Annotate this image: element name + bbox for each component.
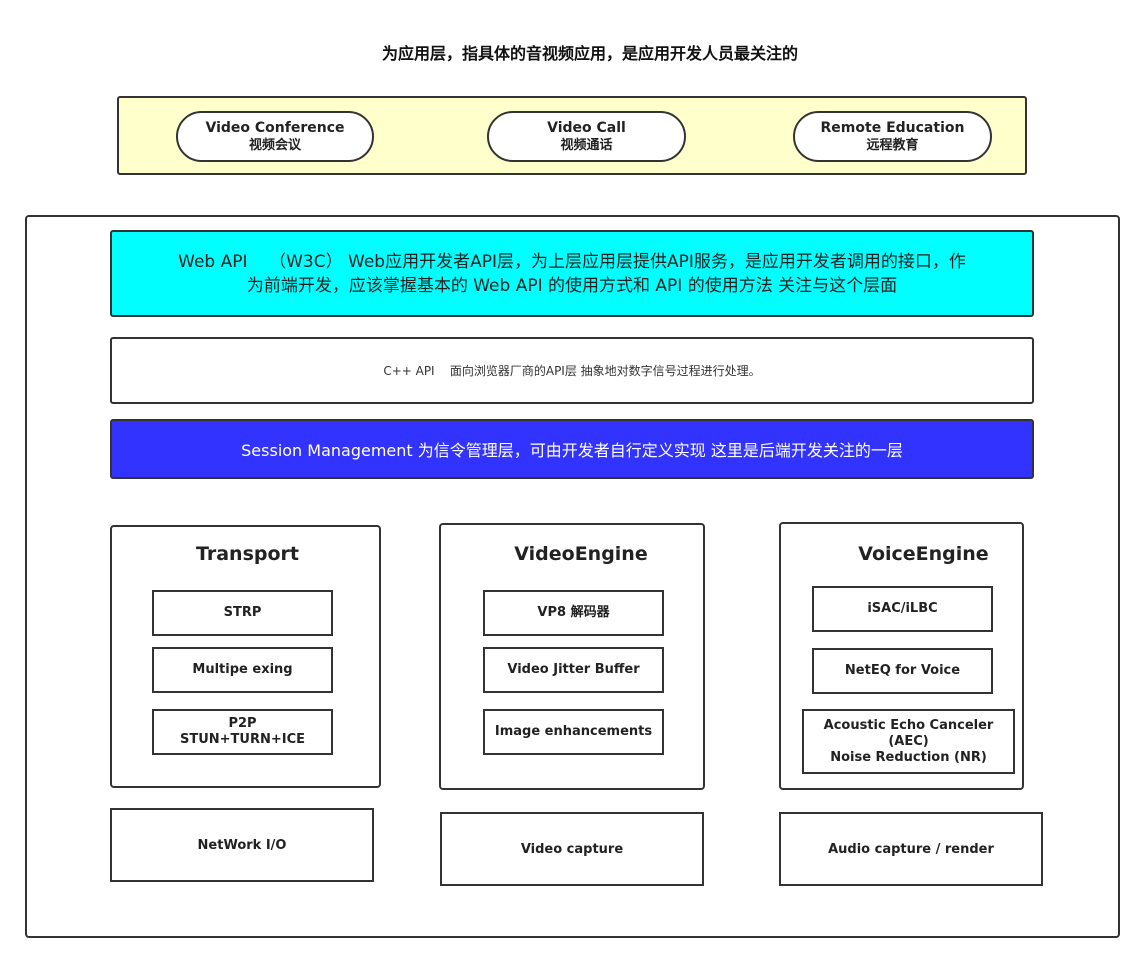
app-label-zh: 视频会议 [248, 137, 301, 153]
transport-box: Transport STRP Multipe exing P2P STUN+TU… [110, 525, 381, 788]
app-label-zh: 视频通话 [560, 137, 613, 153]
session-management-label: Session Management 为信令管理层，可由开发者自行定义实现 这里… [241, 441, 903, 460]
transport-title: Transport [195, 543, 299, 565]
video-module-vp8: VP8 解码器 [483, 590, 664, 636]
transport-module-strp: STRP [152, 590, 333, 636]
app-remote-education: Remote Education 远程教育 [793, 111, 992, 162]
voice-module-isac-ilbc: iSAC/iLBC [812, 586, 993, 632]
web-api-layer: Web API （W3C） Web应用开发者API层，为上层应用层提供API服务… [110, 230, 1034, 317]
voice-engine-box: VoiceEngine iSAC/iLBC NetEQ for Voice Ac… [779, 522, 1024, 790]
voice-module-aec-nr: Acoustic Echo Canceler (AEC) Noise Reduc… [802, 709, 1015, 774]
app-label-en: Remote Education [820, 119, 965, 136]
network-io-box: NetWork I/O [110, 808, 374, 882]
aec-label: Acoustic Echo Canceler (AEC) [823, 717, 994, 749]
voice-module-neteq: NetEQ for Voice [812, 648, 993, 694]
cpp-api-label: C++ API 面向浏览器厂商的API层 抽象地对数字信号过程进行处理。 [383, 364, 761, 378]
video-module-jitter-buffer: Video Jitter Buffer [483, 647, 664, 693]
video-module-image-enhancements: Image enhancements [483, 709, 664, 755]
web-api-line-2: 为前端开发，应该掌握基本的 Web API 的使用方式和 API 的使用方法 关… [246, 275, 898, 296]
cpp-api-layer: C++ API 面向浏览器厂商的API层 抽象地对数字信号过程进行处理。 [110, 337, 1034, 404]
nr-label: Noise Reduction (NR) [830, 749, 987, 765]
app-label-en: Video Conference [205, 119, 345, 136]
web-api-line-1: Web API （W3C） Web应用开发者API层，为上层应用层提供API服务… [178, 251, 966, 272]
app-video-conference: Video Conference 视频会议 [176, 111, 374, 162]
app-label-zh: 远程教育 [866, 137, 919, 153]
video-engine-title: VideoEngine [514, 543, 648, 565]
session-management-layer: Session Management 为信令管理层，可由开发者自行定义实现 这里… [110, 419, 1034, 479]
audio-capture-render-box: Audio capture / render [779, 812, 1043, 886]
video-engine-box: VideoEngine VP8 解码器 Video Jitter Buffer … [439, 523, 705, 790]
diagram-title: 为应用层，指具体的音视频应用，是应用开发人员最关注的 [381, 44, 798, 63]
app-video-call: Video Call 视频通话 [487, 111, 686, 162]
app-label-en: Video Call [547, 119, 626, 136]
transport-module-p2p: P2P STUN+TURN+ICE [152, 709, 333, 755]
transport-module-multiplexing: Multipe exing [152, 647, 333, 693]
voice-engine-title: VoiceEngine [858, 543, 989, 565]
video-capture-box: Video capture [440, 812, 704, 886]
stun-turn-ice-label: STUN+TURN+ICE [179, 732, 306, 747]
application-layer: Video Conference 视频会议 Video Call 视频通话 Re… [117, 96, 1027, 175]
p2p-label: P2P [228, 716, 257, 731]
